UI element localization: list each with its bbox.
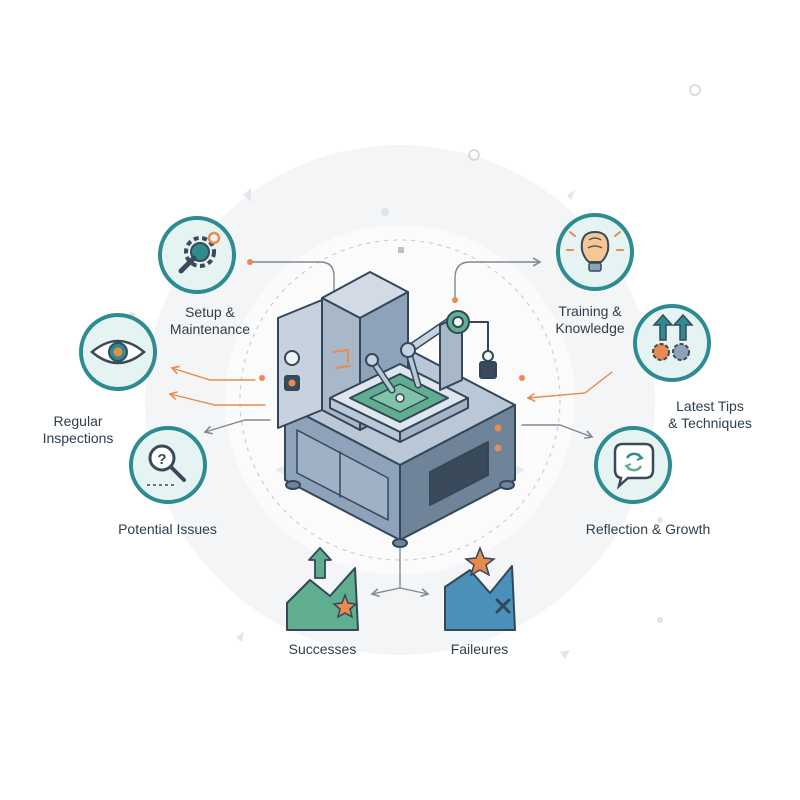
potential-issues-label: Potential Issues bbox=[118, 521, 217, 537]
setup-label-line1: Setup & bbox=[185, 304, 235, 320]
training-knowledge-label: Training & Knowledge bbox=[520, 303, 660, 337]
latest-label-line1: Latest Tips bbox=[676, 398, 744, 414]
setup-maintenance-label: Setup & Maintenance bbox=[140, 304, 280, 338]
brain-lightbulb-icon bbox=[556, 213, 634, 291]
connector-setup bbox=[249, 261, 335, 291]
connector-training bbox=[454, 257, 542, 301]
setup-maintenance-icon bbox=[158, 216, 236, 294]
magnifier-question-icon: ? bbox=[129, 426, 207, 504]
reflection-growth-label: Reflection & Growth bbox=[585, 521, 711, 537]
gears-arrows-up-icon bbox=[633, 304, 711, 382]
latest-tips-label: Latest Tips & Techniques bbox=[645, 398, 775, 432]
regular-label-line1: Regular bbox=[53, 413, 103, 429]
connector-lines bbox=[168, 257, 613, 598]
regular-inspections-label: Regular Inspections bbox=[18, 413, 138, 447]
connector-inspections-lower bbox=[168, 391, 266, 406]
connector-failures bbox=[399, 587, 430, 598]
failures-label: Faileures bbox=[450, 641, 509, 657]
dashed-orbit bbox=[239, 239, 561, 561]
training-label-line2: Knowledge bbox=[555, 320, 625, 336]
chat-refresh-icon bbox=[594, 426, 672, 504]
connector-latest bbox=[526, 371, 613, 403]
connector-reflection bbox=[521, 424, 594, 440]
connector-potential bbox=[203, 419, 271, 435]
latest-label-line2: & Techniques bbox=[668, 415, 752, 431]
connector-inspections-upper bbox=[170, 365, 256, 381]
connector-successes bbox=[370, 587, 401, 598]
successes-label: Successes bbox=[288, 641, 357, 657]
growth-chart-star-icon bbox=[286, 547, 359, 631]
decline-chart-star-icon bbox=[444, 545, 516, 631]
setup-label-line2: Maintenance bbox=[169, 321, 251, 337]
regular-label-line2: Inspections bbox=[42, 430, 114, 446]
svg-text:?: ? bbox=[157, 451, 166, 468]
training-label-line1: Training & bbox=[558, 303, 622, 319]
laser-machine bbox=[275, 271, 525, 548]
eye-icon bbox=[79, 313, 157, 391]
